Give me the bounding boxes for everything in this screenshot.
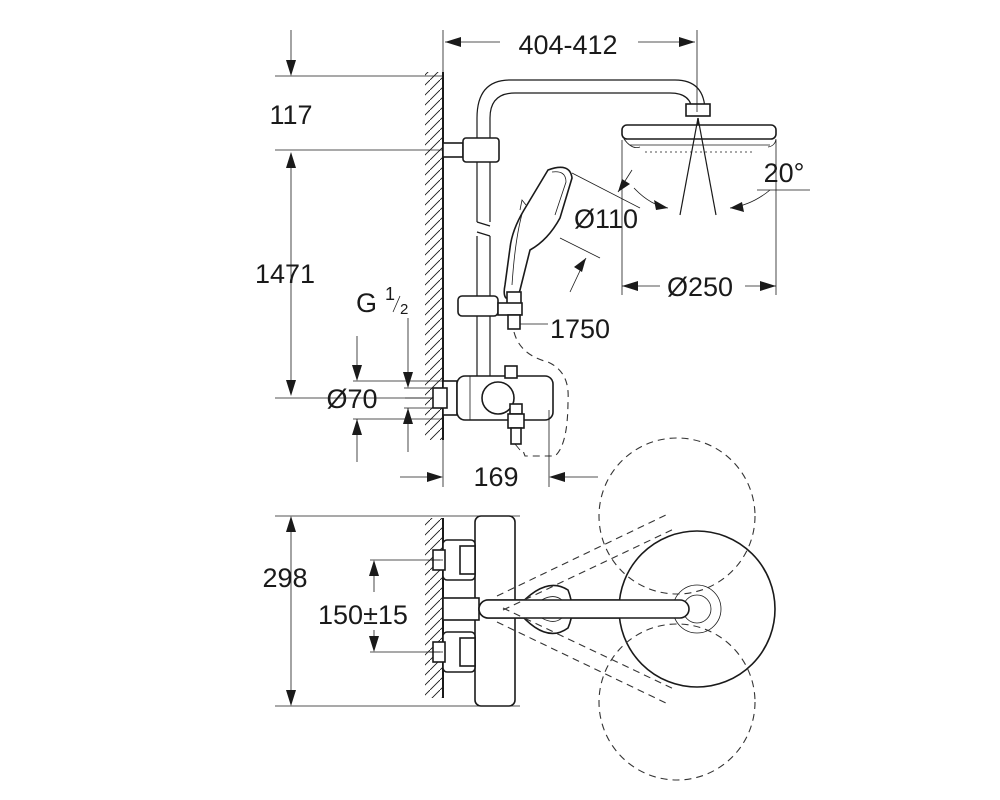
thermostatic-mixer — [442, 365, 554, 451]
hand-shower — [503, 166, 573, 305]
dim-inlet-spacing-value: 150 — [318, 600, 363, 630]
hose-path — [513, 331, 569, 457]
inlet-nut — [432, 387, 448, 409]
dim-head-diameter: Ø250 — [667, 272, 733, 302]
wall-top-view — [425, 518, 444, 698]
dim-thread-slash — [392, 295, 401, 313]
dim-depth: 298 — [262, 563, 307, 593]
wall-bracket — [442, 137, 500, 163]
dim-rosette-diameter: Ø70 — [326, 384, 377, 414]
dim-thread-g: G — [356, 288, 377, 318]
dim-hand-shower-diameter: Ø110 — [574, 204, 638, 234]
dim-thread-denominator: 2 — [400, 301, 408, 318]
head-shower-top-view — [478, 530, 776, 688]
head-angle-lines — [633, 117, 810, 216]
dim-hose-length: 1750 — [550, 314, 610, 344]
swivel-dashed-positions — [496, 437, 756, 781]
dim-inlet-spacing: 150±15 — [318, 600, 408, 630]
head-shower — [621, 118, 777, 153]
dim-arm-projection: 404-412 — [518, 30, 617, 60]
dim-mixer-projection: 169 — [473, 462, 518, 492]
dim-head-angle: 20° — [764, 158, 805, 188]
dim-inlet-tolerance: ±15 — [363, 600, 408, 630]
dim-top-offset: 117 — [269, 100, 312, 130]
dim-thread-numerator: 1 — [385, 284, 395, 304]
dim-rail-height: 1471 — [255, 259, 315, 289]
slider — [457, 295, 548, 330]
shower-arm — [476, 79, 711, 119]
wall-front-view — [425, 72, 444, 440]
